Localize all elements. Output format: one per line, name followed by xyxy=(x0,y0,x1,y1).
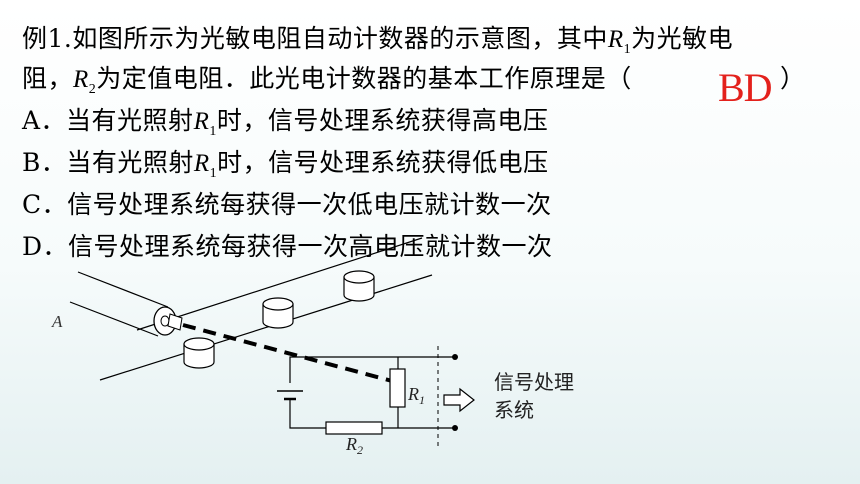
question-text-1b: 为光敏电 xyxy=(631,24,734,53)
circuit-top-wire xyxy=(289,356,455,383)
question-line-2: 阻，R2为定值电阻．此光电计数器的基本工作原理是（ xyxy=(22,64,632,105)
cylinder-object-2 xyxy=(262,297,294,329)
r2-label: R2 xyxy=(345,434,363,457)
cylinder-object-1 xyxy=(183,337,215,369)
circuit-left-lower-wire xyxy=(289,399,326,429)
system-label-line1: 信号处理 xyxy=(494,370,574,394)
r1-symbol: R1 xyxy=(607,26,632,57)
r1-resistor xyxy=(389,368,406,408)
system-label-line2: 系统 xyxy=(494,398,534,422)
cylinder-object-3 xyxy=(343,270,375,302)
question-text-1: 例1.如图所示为光敏电阻自动计数器的示意图，其中 xyxy=(22,24,608,53)
question-text-2: 阻， xyxy=(22,64,74,93)
light-tube-bottom xyxy=(69,301,159,337)
r2-symbol: R2 xyxy=(73,66,97,97)
option-a: A．当有光照射R1时，信号处理系统获得高电压 xyxy=(22,106,549,139)
option-d: D．信号处理系统每获得一次高电压就计数一次 xyxy=(22,232,553,261)
light-beam xyxy=(182,323,393,383)
r1-label: R1 xyxy=(407,384,425,407)
output-arrow-icon xyxy=(443,387,475,413)
option-b: B．当有光照射R1时，信号处理系统获得低电压 xyxy=(22,148,549,181)
conveyor-edge-top xyxy=(136,237,423,331)
light-tube-top xyxy=(77,271,169,308)
source-label: A xyxy=(51,312,63,331)
question-line-1: 例1.如图所示为光敏电阻自动计数器的示意图，其中R1为光敏电 xyxy=(22,24,733,65)
output-terminal-top xyxy=(452,354,458,360)
option-c: C．信号处理系统每获得一次低电压就计数一次 xyxy=(22,190,552,219)
answer-text: BD xyxy=(718,65,773,110)
close-paren: ） xyxy=(780,64,806,93)
question-text-2b: 为定值电阻．此光电计数器的基本工作原理是（ xyxy=(96,64,632,93)
r2-resistor xyxy=(325,421,383,435)
conveyor-edge-bottom xyxy=(99,274,433,381)
output-terminal-bottom xyxy=(452,425,458,431)
light-source-nozzle xyxy=(167,313,183,331)
